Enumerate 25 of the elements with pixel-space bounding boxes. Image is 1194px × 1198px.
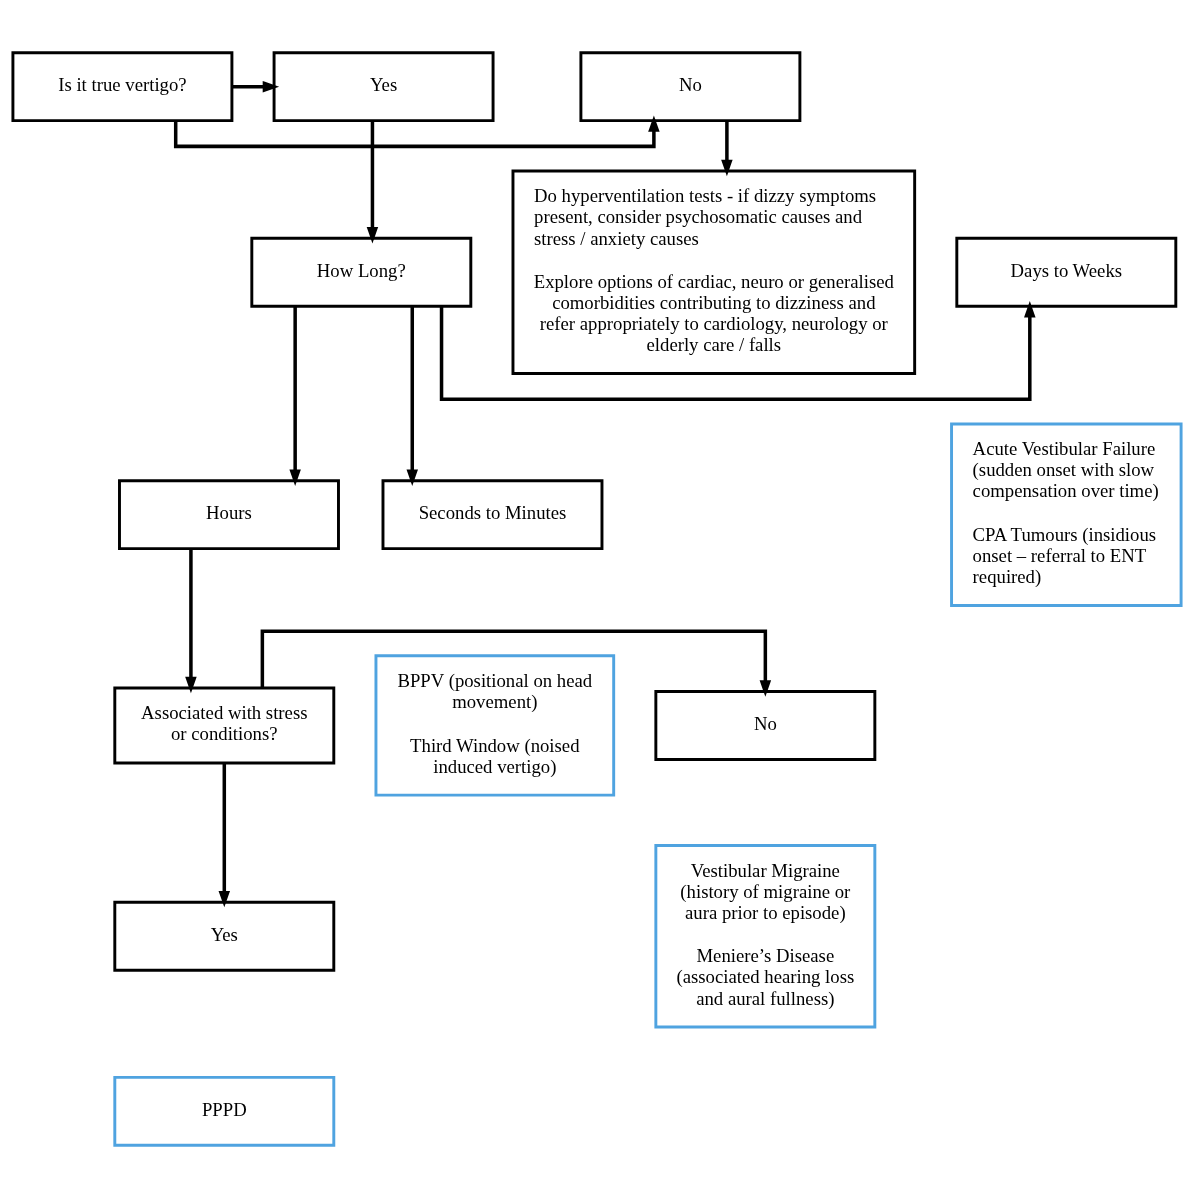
node-box: PPPD: [113, 1075, 336, 1147]
node-box: Acute Vestibular Failure (sudden onset with slow compensation over time) CPA Tumours (insidious onset – referral to ENT required): [950, 422, 1183, 607]
arrow: [289, 306, 301, 486]
node-box: Seconds to Minutes: [381, 479, 604, 551]
node-box: No: [579, 51, 802, 123]
node-box: Yes: [113, 900, 336, 972]
node-box: Days to Weeks: [955, 236, 1178, 308]
arrow: [260, 629, 772, 697]
arrow: [366, 120, 379, 244]
node-box: Yes: [272, 51, 495, 123]
node-box: BPPV (positional on head movement) Third Window (noised induced vertigo): [374, 654, 616, 797]
arrow: [185, 549, 197, 694]
arrow: [173, 115, 660, 149]
arrow: [218, 763, 231, 908]
arrow: [406, 306, 418, 486]
node-box: Associated with stress or conditions?: [113, 686, 336, 765]
arrow: [721, 120, 733, 177]
node-box: Hours: [118, 479, 340, 551]
arrow: [439, 301, 1036, 402]
arrow: [232, 80, 280, 93]
node-box: Do hyperventilation tests - if dizzy symptoms present, consider psychosomatic causes and stress / anxiety causes Explore options of cardiac, neuro or generalised comorbidities contributing to dizziness and refer appropriately to cardiology, neurology or elderly care / falls: [511, 169, 917, 376]
node-box: No: [654, 690, 877, 761]
node-box: Vestibular Migraine (history of migraine or aura prior to episode) Meniere’s Disease (associated hearing loss and aural fullness): [654, 844, 877, 1029]
node-box: Is it true vertigo?: [11, 51, 234, 123]
node-box: How Long?: [250, 236, 473, 308]
